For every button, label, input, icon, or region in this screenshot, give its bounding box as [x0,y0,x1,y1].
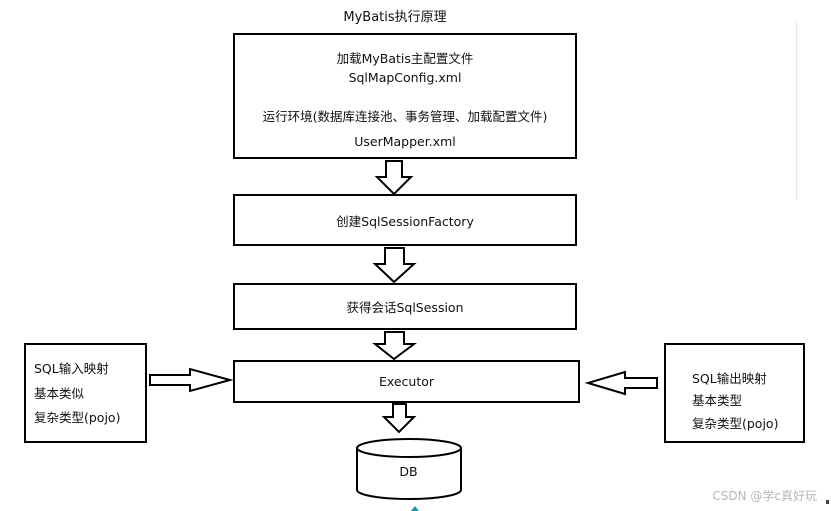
input-mapping-basic: 基本类似 [34,386,85,401]
executor-box: Executor [233,360,580,403]
output-mapping-title: SQL输出映射 [692,371,767,386]
output-mapping-complex: 复杂类型(pojo) [692,416,779,431]
config-line-sqlmapconfig: SqlMapConfig.xml [348,70,462,85]
right-arrow-input-to-executor [149,367,234,393]
sqlsession-box: 获得会话SqlSession [233,283,577,330]
db-label: DB [399,464,418,479]
small-marker-icon [411,506,419,511]
down-arrow-config-to-factory [374,160,414,196]
config-line-environment: 运行环境(数据库连接池、事务管理、加载配置文件) [262,109,548,124]
down-arrow-executor-to-db [381,403,417,434]
sqlsessionfactory-label: 创建SqlSessionFactory [336,213,474,229]
sqlsession-label: 获得会话SqlSession [346,300,464,315]
output-mapping-basic: 基本类型 [692,393,743,408]
edge-mark-icon [826,500,829,504]
left-arrow-output-to-executor [584,370,658,396]
sqlsessionfactory-box: 创建SqlSessionFactory [233,194,577,246]
diagram-title: MyBatis执行原理 [343,10,447,25]
down-arrow-factory-to-session [372,247,417,284]
input-mapping-complex: 复杂类型(pojo) [34,410,121,425]
config-line-load: 加载MyBatis主配置文件 [336,51,474,66]
down-arrow-session-to-executor [372,331,417,361]
input-mapping-title: SQL输入映射 [34,361,109,376]
sql-input-mapping-box: SQL输入映射 基本类似 复杂类型(pojo) [24,343,147,443]
sql-output-mapping-box: SQL输出映射 基本类型 复杂类型(pojo) [664,343,805,443]
db-cylinder-icon [356,438,462,500]
csdn-watermark: CSDN @学c真好玩 [712,489,817,503]
executor-label: Executor [378,374,435,389]
faint-divider [796,20,797,200]
config-line-usermapper: UserMapper.xml [354,134,456,149]
config-file-box: 加载MyBatis主配置文件 SqlMapConfig.xml 运行环境(数据库… [233,33,577,159]
